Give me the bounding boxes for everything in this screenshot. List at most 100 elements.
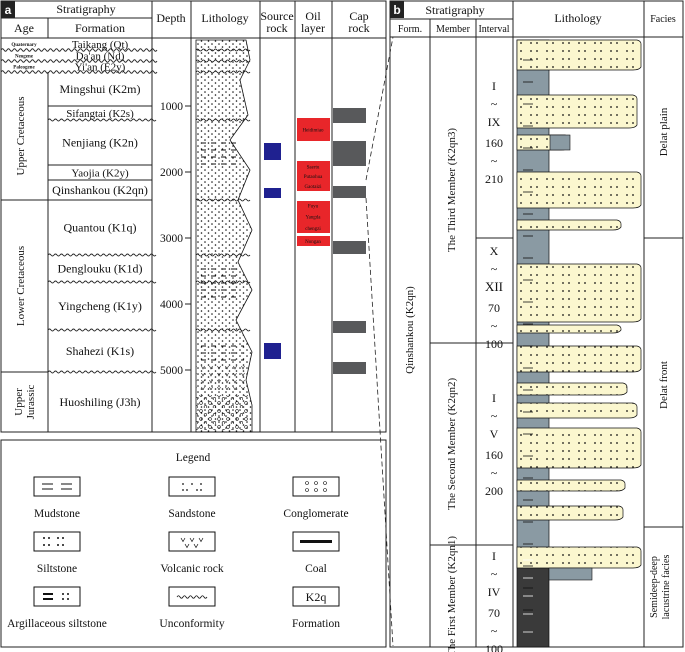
legend-item-label: Conglomerate bbox=[283, 508, 348, 520]
b-interval-text: I bbox=[492, 79, 496, 93]
b-formation-label: Qinshankou (K2qn) bbox=[404, 286, 416, 374]
header-stratigraphy: Stratigraphy bbox=[56, 2, 115, 16]
legend-symbol-box bbox=[33, 476, 81, 497]
depth-tick-label: 4000 bbox=[160, 299, 183, 311]
age-label: Paleogene bbox=[13, 66, 35, 71]
sandstone-symbol bbox=[200, 483, 202, 485]
formation-boundary bbox=[47, 370, 157, 374]
sandstone-symbol bbox=[186, 489, 188, 491]
formation-symbol: K2q bbox=[306, 590, 327, 604]
lithology-unconformity bbox=[195, 253, 251, 257]
cap-rock-5 bbox=[333, 321, 366, 333]
formation-label: Da'an (Nd) bbox=[76, 51, 125, 63]
oil-layer-label: chengzi bbox=[305, 227, 321, 232]
b-header-lithology: Lithology bbox=[554, 11, 601, 25]
legend-title: Legend bbox=[176, 452, 211, 464]
sandstone-symbol bbox=[196, 489, 198, 491]
b-interval-text: I bbox=[492, 391, 496, 405]
legend-frame bbox=[0, 439, 387, 648]
volcanic-symbol bbox=[189, 537, 195, 543]
siltstone-symbol bbox=[43, 537, 45, 539]
lithology-unconformity bbox=[195, 118, 251, 122]
legend-item-label: Coal bbox=[305, 563, 327, 575]
lithology-unconformity bbox=[195, 328, 251, 332]
depth-tick-label: 2000 bbox=[160, 167, 183, 179]
header-depth: Depth bbox=[156, 11, 185, 25]
depth-tick-label: 1000 bbox=[160, 101, 183, 113]
cap-rock-2 bbox=[333, 141, 366, 166]
cap-rock-1 bbox=[333, 108, 366, 123]
formation-label: Huoshiling (J3h) bbox=[60, 395, 141, 409]
volcanic-symbol bbox=[193, 543, 199, 549]
panel-a-label: a bbox=[5, 3, 12, 17]
lithology-unconformity bbox=[195, 59, 251, 63]
b-interval-text: ~ bbox=[491, 319, 498, 333]
coal-symbol bbox=[300, 540, 332, 543]
cap-rock-3 bbox=[333, 186, 366, 198]
legend-item-label: Formation bbox=[292, 618, 340, 630]
formation-label: Taikang (Qt) bbox=[72, 39, 129, 51]
siltstone-symbol bbox=[62, 537, 64, 539]
legend-item-label: Siltstone bbox=[37, 563, 77, 575]
b-interval-text: I bbox=[492, 549, 496, 563]
depth-tick-label: 5000 bbox=[160, 365, 183, 377]
oil-layer-label: Fuyu bbox=[308, 205, 319, 210]
b-interval-text: IV bbox=[488, 585, 501, 599]
source-rock-qinshankou-lower bbox=[264, 188, 281, 198]
lithology-unconformity bbox=[195, 70, 251, 74]
legend-symbol-box bbox=[292, 586, 340, 607]
cap-rock-column bbox=[333, 108, 366, 374]
b-interval-text: XII bbox=[485, 279, 503, 294]
sandstone-symbol bbox=[191, 483, 193, 485]
sandstone-symbol bbox=[200, 489, 202, 491]
panel-b: b Stratigraphy Form. Member Interval Lit… bbox=[389, 0, 684, 652]
header-formation: Formation bbox=[75, 21, 125, 35]
oil-layer-column: HeidimiaoSaertuPutaohuaGaotaiziFuyuYangd… bbox=[297, 118, 330, 246]
b-interval-text: 160 bbox=[485, 136, 503, 150]
conglomerate-symbol bbox=[305, 488, 309, 492]
formation-label: Quantou (K1q) bbox=[64, 221, 137, 235]
panel-a-frame bbox=[0, 0, 387, 433]
conglomerate-symbol bbox=[314, 481, 318, 485]
oil-layer-label: Heidimiao bbox=[302, 129, 324, 134]
legend-item-label: Mudstone bbox=[34, 508, 80, 520]
b-interval-text: 70 bbox=[488, 301, 500, 315]
lithology-unconformity bbox=[195, 48, 251, 52]
unconformity-symbol bbox=[176, 595, 208, 599]
age-boundary bbox=[0, 59, 158, 63]
oil-layer-label: Putaohua bbox=[304, 175, 323, 180]
b-interval-text: ~ bbox=[491, 154, 498, 168]
b-interval-text: ~ bbox=[491, 97, 498, 111]
b-interval-text: ~ bbox=[491, 567, 498, 581]
formation-label: Sifangtai (K2s) bbox=[66, 108, 134, 120]
formation-label: Nenjiang (K2n) bbox=[62, 136, 138, 150]
oil-layer-bar bbox=[297, 236, 330, 246]
b-facies-label: Semideep-deeplacustrine facies bbox=[649, 555, 672, 620]
b-interval-text: 160 bbox=[485, 448, 503, 462]
panel-b-label-box bbox=[390, 1, 404, 18]
source-rock-qinshankou-upper bbox=[264, 143, 281, 160]
b-intervals: I~IX160~210X~XII70~100I~V160~200I~IV70~1… bbox=[485, 79, 503, 652]
b-interval-text: ~ bbox=[491, 262, 498, 276]
cap-rock-6 bbox=[333, 362, 366, 374]
oil-layer-label: Saertu bbox=[307, 166, 320, 171]
conglomerate-symbol bbox=[323, 481, 327, 485]
b-header-form: Form. bbox=[398, 24, 422, 35]
panel-a: a Stratigraphy Age Formation Depth Litho… bbox=[0, 0, 387, 433]
formation-boundary bbox=[47, 118, 157, 122]
header-lithology: Lithology bbox=[201, 11, 248, 25]
source-rock-shahezi bbox=[264, 343, 281, 359]
formation-label: Mingshui (K2m) bbox=[60, 82, 141, 96]
volcanic-symbol bbox=[180, 537, 186, 543]
b-member-label: The Second Member (K2qn2) bbox=[446, 378, 458, 511]
b-interval-text: ~ bbox=[491, 624, 498, 638]
lithology-volcanic bbox=[196, 365, 248, 390]
siltstone-symbol bbox=[48, 544, 50, 546]
lithology-conglomerate bbox=[196, 395, 248, 430]
b-interval-text: 200 bbox=[485, 484, 503, 498]
